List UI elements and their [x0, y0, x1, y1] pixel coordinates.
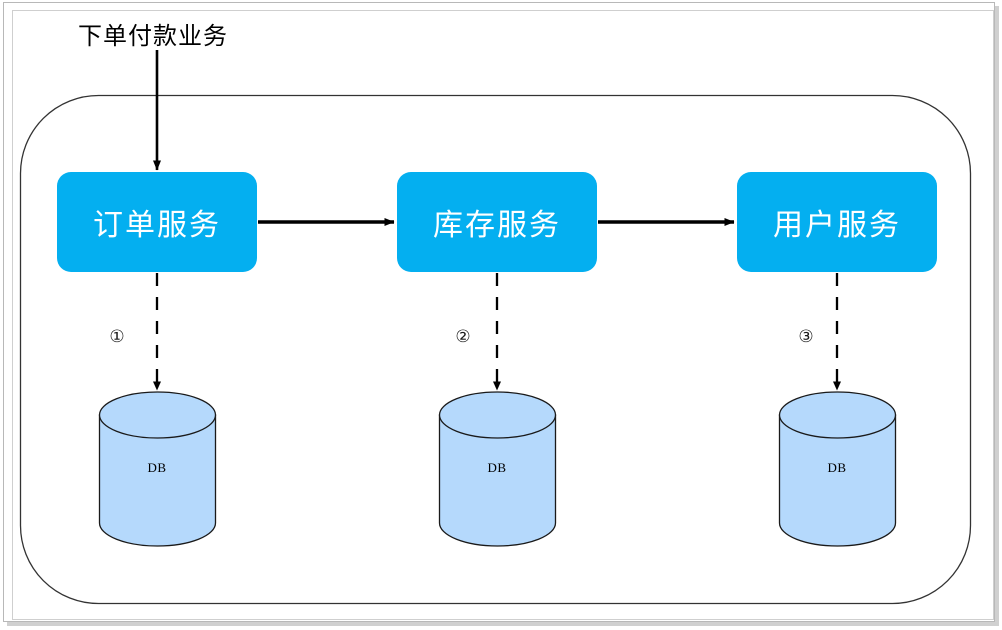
- service-node-order-service[interactable]: 订单服务: [57, 172, 257, 272]
- db-node-user-db[interactable]: DB: [779, 394, 895, 546]
- db-cylinder-order: [98, 391, 217, 547]
- service-label: 库存服务: [433, 209, 561, 242]
- step-marker-1: ①: [109, 327, 125, 346]
- service-node-user-service[interactable]: 用户服务: [737, 172, 937, 272]
- db-node-order-db[interactable]: DB: [99, 394, 215, 546]
- service-label: 订单服务: [93, 209, 221, 242]
- db-label: DB: [827, 460, 847, 475]
- service-label: 用户服务: [773, 209, 901, 242]
- db-label: DB: [147, 460, 167, 475]
- step-marker-2: ②: [455, 327, 471, 346]
- flow-title: 下单付款业务: [78, 24, 228, 50]
- db-label: DB: [487, 460, 507, 475]
- step-marker-3: ③: [798, 327, 814, 346]
- db-cylinder-user: [778, 391, 897, 547]
- service-node-inventory-service[interactable]: 库存服务: [397, 172, 597, 272]
- db-node-inventory-db[interactable]: DB: [439, 394, 555, 546]
- db-cylinder-inventory: [438, 391, 557, 547]
- business-boundary-rect: [19, 94, 972, 605]
